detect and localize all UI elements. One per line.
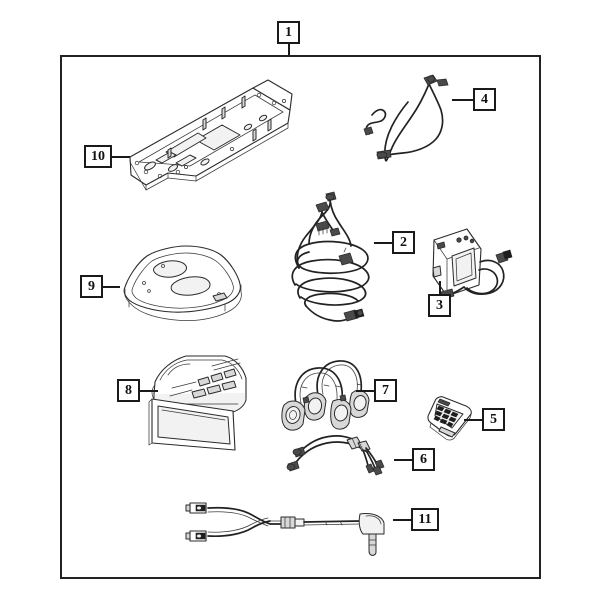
monitor-buttons xyxy=(169,358,241,399)
plug-connector-upper xyxy=(185,502,207,514)
part-video-monitor xyxy=(148,355,247,451)
leader-7 xyxy=(356,390,374,392)
part-overhead-console xyxy=(123,245,242,321)
remote-button-grid xyxy=(433,405,459,428)
callout-10-mounting-bracket[interactable]: 10 xyxy=(84,145,112,168)
part-jumper-harness xyxy=(363,74,449,162)
leader-8 xyxy=(140,390,158,392)
kit-assembly-boundary xyxy=(60,55,541,579)
leader-2 xyxy=(374,242,392,244)
leader-5 xyxy=(464,419,482,421)
leader-10 xyxy=(112,156,130,158)
callout-3-receiver-module[interactable]: 3 xyxy=(428,294,451,317)
part-y-splitter-cable xyxy=(185,502,385,556)
part-mounting-bracket-plate xyxy=(129,79,293,191)
leader-11 xyxy=(393,519,411,521)
leader-3 xyxy=(439,281,441,294)
part-coiled-wiring-harness xyxy=(291,191,370,322)
leader-4 xyxy=(452,99,473,101)
callout-9-overhead-console[interactable]: 9 xyxy=(80,275,103,298)
plug-connector-lower xyxy=(185,530,207,542)
leader-1 xyxy=(288,44,290,55)
part-receiver-module xyxy=(432,228,513,300)
leader-9 xyxy=(103,286,120,288)
callout-6-adapter-cable[interactable]: 6 xyxy=(412,448,435,471)
callout-5-remote-control[interactable]: 5 xyxy=(482,408,505,431)
leader-6 xyxy=(394,459,412,461)
callout-8-video-monitor[interactable]: 8 xyxy=(117,379,140,402)
callout-7-headphones[interactable]: 7 xyxy=(374,379,397,402)
part-remote-control xyxy=(427,396,472,441)
callout-1-kit-assembly[interactable]: 1 xyxy=(277,21,300,44)
callout-4-jumper-harness[interactable]: 4 xyxy=(473,88,496,111)
callout-11-y-splitter-cable[interactable]: 11 xyxy=(411,508,439,531)
callout-2-wiring-harness[interactable]: 2 xyxy=(392,231,415,254)
part-wireless-headphones xyxy=(281,360,370,431)
part-adapter-cable xyxy=(286,435,385,476)
